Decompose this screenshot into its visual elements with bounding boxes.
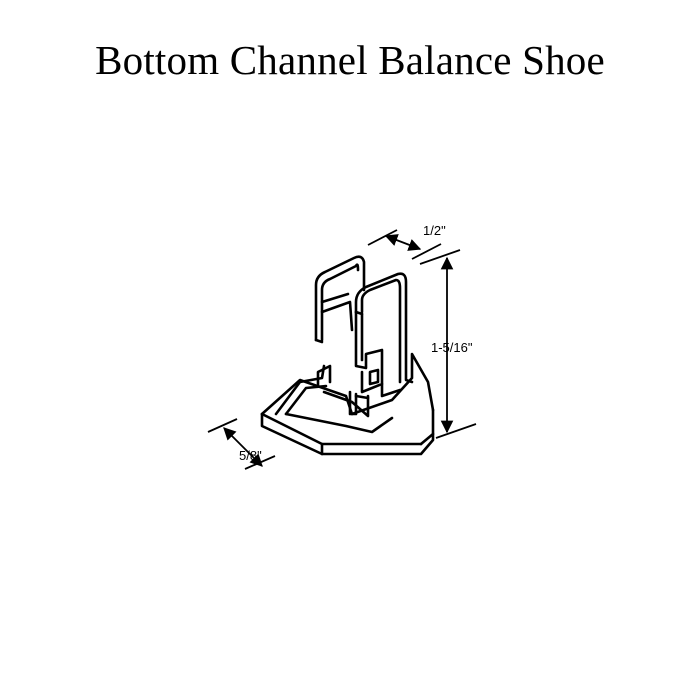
width-dimension (367, 229, 442, 260)
balance-shoe-part (260, 255, 435, 456)
depth-dimension-label: 5/8" (239, 448, 262, 463)
height-dimension (419, 249, 477, 439)
page-title: Bottom Channel Balance Shoe (95, 37, 605, 83)
height-dimension-label: 1-5/16" (431, 340, 473, 355)
width-dimension-label: 1/2" (423, 223, 446, 238)
depth-dimension (207, 418, 276, 470)
